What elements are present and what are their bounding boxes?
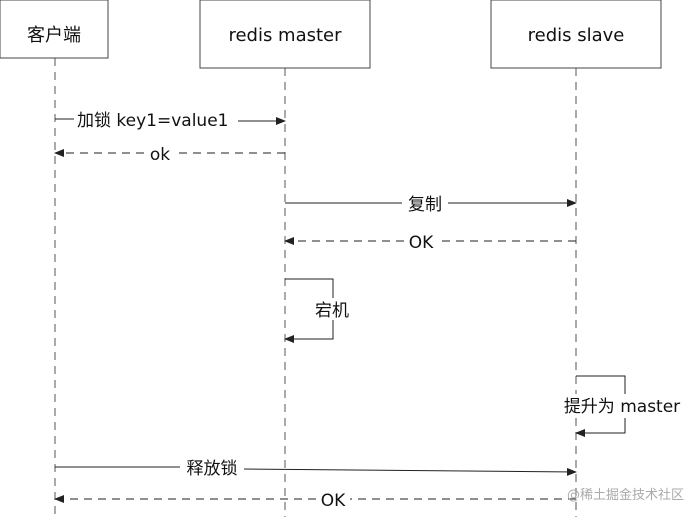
participant-master: redis master [199,0,371,69]
message-promote: 提升为 master [558,375,686,437]
message-replicate: 复制 [285,195,577,215]
message-crash: 宕机 [284,278,354,343]
message-ok-1: ok [54,145,285,165]
message-ok-3-label: OK [321,491,346,511]
participant-client: 客户端 [0,0,109,59]
message-release-label: 释放锁 [187,459,238,479]
message-ok-2: OK [284,233,576,253]
participant-slave-label: redis slave [528,25,625,46]
participant-client-label: 客户端 [27,25,81,46]
participant-master-label: redis master [228,25,342,46]
message-ok-3: OK [54,491,576,511]
message-release: 释放锁 [55,459,577,479]
participant-slave: redis slave [490,0,662,69]
message-ok-2-label: OK [409,233,434,253]
message-crash-label: 宕机 [315,301,349,321]
message-replicate-label: 复制 [408,195,442,215]
message-lock: 加锁 key1=value1 [55,111,286,131]
watermark-text: @稀土掘金技术社区 [567,487,684,503]
message-lock-label: 加锁 key1=value1 [77,111,228,131]
message-promote-label: 提升为 master [564,397,680,417]
message-ok-1-label: ok [150,145,170,165]
